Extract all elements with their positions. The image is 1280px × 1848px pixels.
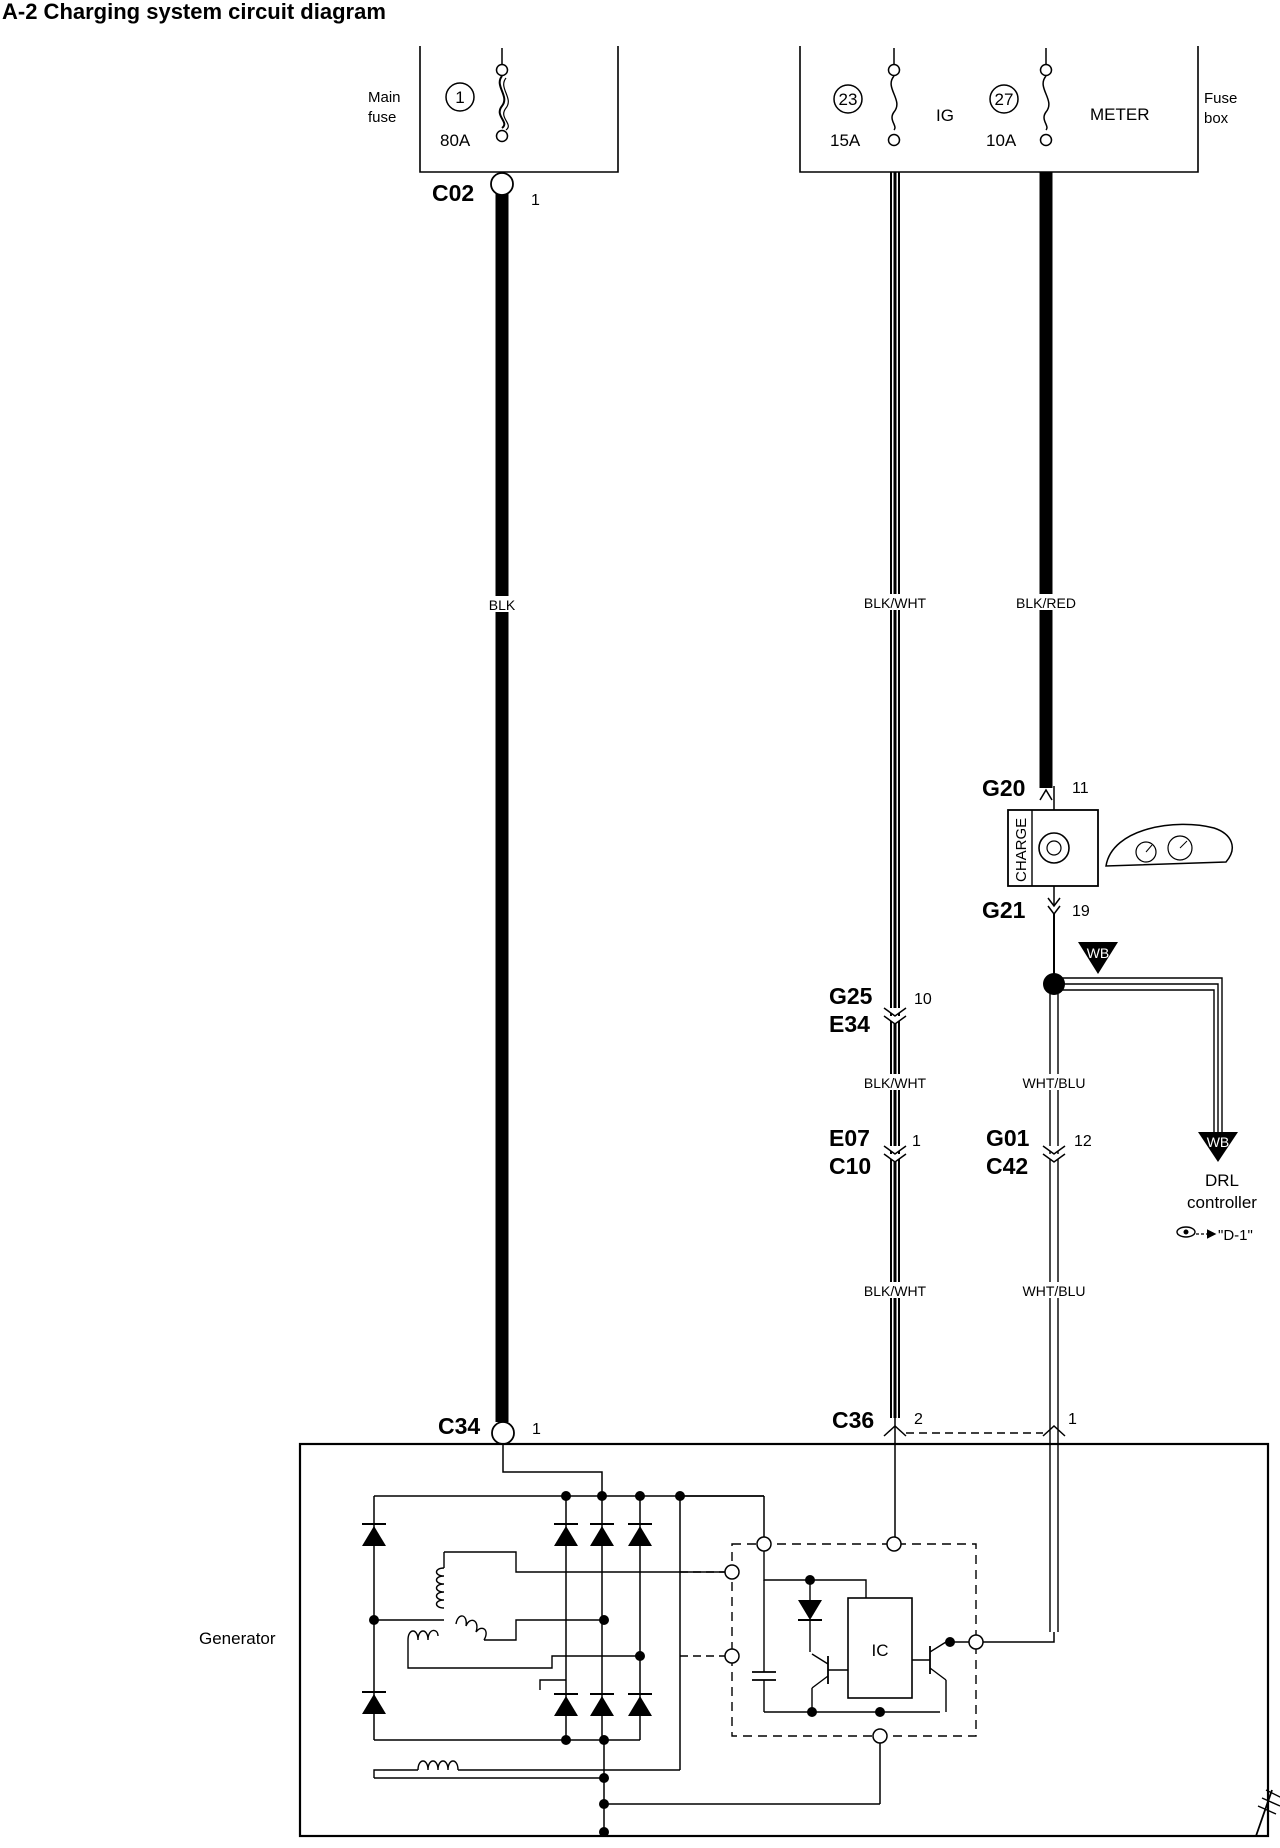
wb-tag-upper: WB xyxy=(1078,942,1118,974)
lamp-bulb-icon xyxy=(1038,832,1070,864)
diode-bank xyxy=(554,1496,652,1740)
svg-text:15A: 15A xyxy=(830,131,861,150)
drl-reference: "D-1" xyxy=(1218,1227,1253,1244)
wire-blk-wht: BLK/WHT BLK/WHT BLK/WHT xyxy=(858,172,934,1418)
connector-g01-c42: G01 C42 12 xyxy=(986,1125,1092,1179)
svg-text:controller: controller xyxy=(1187,1193,1257,1212)
svg-text:E34: E34 xyxy=(829,1011,870,1037)
svg-text:10A: 10A xyxy=(986,131,1017,150)
diagram-title: A-2 Charging system circuit diagram xyxy=(2,0,386,24)
svg-text:C36: C36 xyxy=(832,1407,874,1433)
svg-text:10: 10 xyxy=(914,991,932,1008)
connector-c02: C02 1 xyxy=(432,172,540,209)
svg-text:G21: G21 xyxy=(982,897,1026,923)
wire-blk-red: BLK/RED xyxy=(1010,172,1084,788)
svg-text:METER: METER xyxy=(1090,105,1150,124)
main-fuse-icon xyxy=(495,48,509,143)
svg-text:E07: E07 xyxy=(829,1125,870,1151)
svg-text:1: 1 xyxy=(1068,1411,1077,1428)
voltage-regulator: IC xyxy=(724,1418,1055,1804)
charge-warning-lamp: G20 11 CHARGE G21 19 xyxy=(982,775,1099,923)
svg-text:BLK/WHT: BLK/WHT xyxy=(864,595,927,611)
connector-c34: C34 1 xyxy=(438,1413,541,1445)
svg-text:BLK/RED: BLK/RED xyxy=(1016,595,1076,611)
svg-text:27: 27 xyxy=(995,90,1014,109)
connector-c36: C36 2 1 xyxy=(832,1407,1077,1437)
svg-text:C02: C02 xyxy=(432,180,474,206)
fuse-23-ig: 23 15A IG xyxy=(830,48,954,150)
svg-text:WHT/BLU: WHT/BLU xyxy=(1023,1283,1086,1299)
svg-text:BLK/WHT: BLK/WHT xyxy=(864,1283,927,1299)
charge-label: CHARGE xyxy=(1013,818,1030,882)
wire-label-blk: BLK xyxy=(489,597,516,613)
junction-drl: WB xyxy=(1043,973,1238,1162)
main-fuse-rating: 80A xyxy=(440,131,471,150)
svg-text:1: 1 xyxy=(912,1133,921,1150)
fuse-27-meter: 27 10A METER xyxy=(986,48,1150,150)
generator-label: Generator xyxy=(199,1629,276,1648)
diode-left-column xyxy=(362,1496,386,1740)
instrument-cluster-icon xyxy=(1105,823,1233,867)
svg-text:23: 23 xyxy=(839,90,858,109)
wire-blk: BLK xyxy=(478,184,526,1422)
connector-e07-c10: E07 C10 1 xyxy=(829,1125,921,1179)
main-fuse-number: 1 xyxy=(455,88,464,107)
stator-coil-icon xyxy=(374,1551,732,1690)
ic-label: IC xyxy=(872,1641,889,1660)
svg-text:19: 19 xyxy=(1072,903,1090,920)
eye-reference-icon xyxy=(1176,1226,1217,1239)
svg-text:11: 11 xyxy=(1072,780,1089,797)
wire-wht-blu: WHT/BLU WHT/BLU xyxy=(1012,994,1094,1632)
ground-icon xyxy=(1255,1789,1280,1837)
svg-text:C42: C42 xyxy=(986,1153,1028,1179)
svg-text:WHT/BLU: WHT/BLU xyxy=(1023,1075,1086,1091)
svg-text:C34: C34 xyxy=(438,1413,480,1439)
drl-controller: DRL controller "D-1" xyxy=(1176,1171,1257,1244)
svg-text:1: 1 xyxy=(532,1421,541,1438)
field-coil-icon xyxy=(373,1760,680,1779)
connector-g25-e34: G25 E34 10 xyxy=(829,983,932,1037)
svg-text:G01: G01 xyxy=(986,1125,1030,1151)
svg-text:BLK/WHT: BLK/WHT xyxy=(864,1075,927,1091)
svg-text:WB: WB xyxy=(1207,1134,1230,1150)
generator: Generator xyxy=(199,1418,1280,1838)
svg-text:C10: C10 xyxy=(829,1153,871,1179)
svg-text:WB: WB xyxy=(1087,945,1110,961)
svg-text:IG: IG xyxy=(936,106,954,125)
svg-text:2: 2 xyxy=(914,1411,923,1428)
svg-text:12: 12 xyxy=(1074,1133,1092,1150)
svg-text:G25: G25 xyxy=(829,983,873,1009)
svg-text:1: 1 xyxy=(531,192,540,209)
svg-text:G20: G20 xyxy=(982,775,1025,801)
svg-text:DRL: DRL xyxy=(1205,1171,1239,1190)
